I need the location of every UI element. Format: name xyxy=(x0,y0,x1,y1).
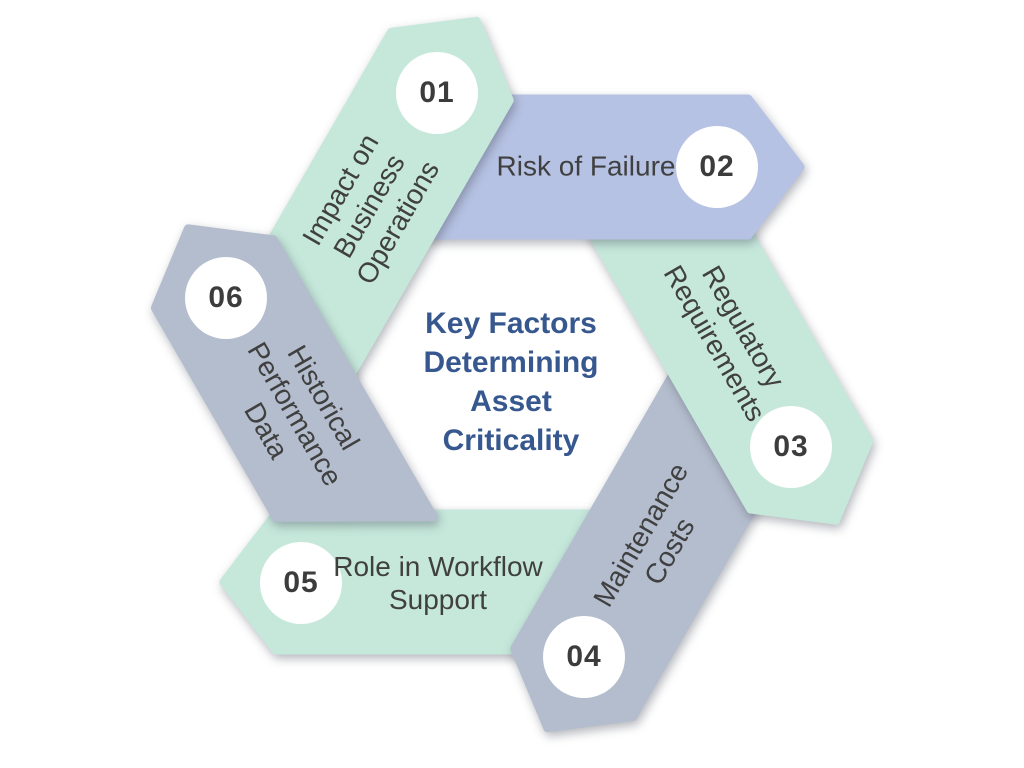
segment-03-number-circle xyxy=(750,406,832,488)
segment-04-number: 04 xyxy=(566,640,602,673)
diagram-title: Key Factors Determining Asset Criticalit… xyxy=(423,307,599,457)
segment-02-number-circle xyxy=(676,126,758,208)
segment-05-label: Role in Workflow Support xyxy=(333,551,543,615)
segment-05-number-circle xyxy=(260,542,342,624)
segment-06-number-circle xyxy=(185,257,267,339)
segment-03-number: 03 xyxy=(773,430,809,463)
segment-06-number: 06 xyxy=(208,281,244,314)
segment-01-number: 01 xyxy=(419,76,455,109)
segment-01-number-circle xyxy=(396,52,478,134)
segment-05-number: 05 xyxy=(283,566,319,599)
segment-02-label: Risk of Failure xyxy=(496,150,676,182)
segment-02-number: 02 xyxy=(699,150,735,183)
segment-04-number-circle xyxy=(543,616,625,698)
